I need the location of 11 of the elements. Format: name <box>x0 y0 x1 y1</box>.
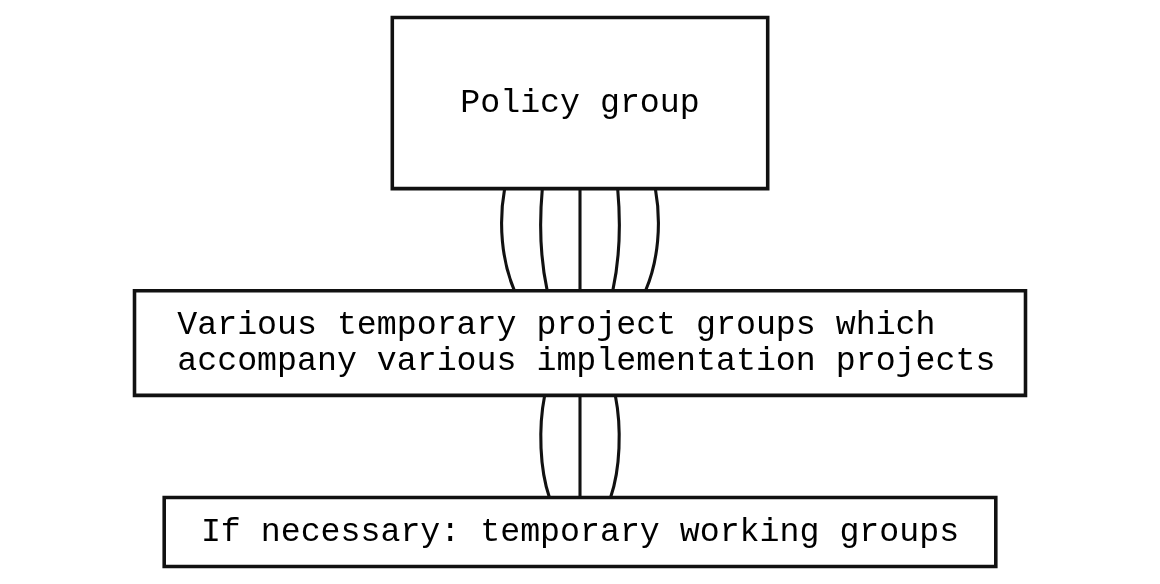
node-box: If necessary: temporary working groups <box>162 495 998 569</box>
connector <box>500 188 516 291</box>
connector <box>611 188 621 291</box>
connector <box>578 189 582 291</box>
connector <box>539 395 551 498</box>
connector <box>578 395 582 498</box>
node-box: Policy group <box>390 15 770 191</box>
node-box: Various temporary project groups which accompany various implementation projects <box>132 289 1028 398</box>
connector <box>644 188 660 291</box>
connector <box>539 188 549 291</box>
connector <box>609 395 621 498</box>
